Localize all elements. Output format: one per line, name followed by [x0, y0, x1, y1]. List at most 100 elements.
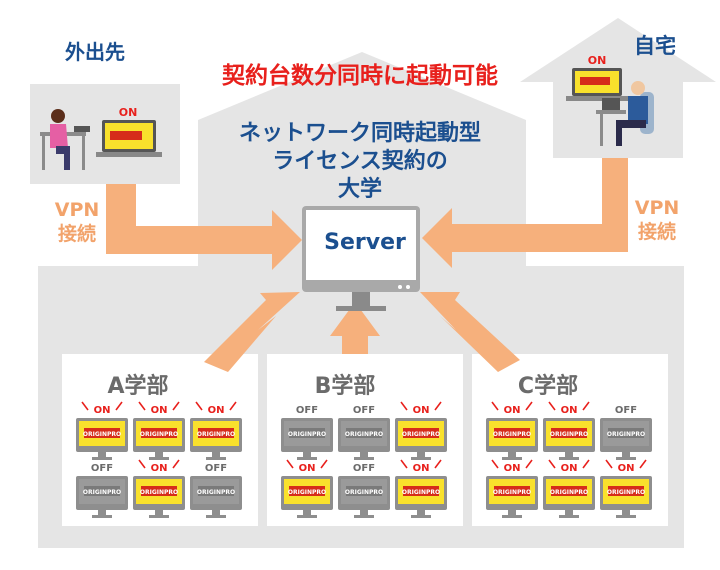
- vpn-arrow-right: [422, 158, 628, 268]
- pc-monitor: ORIGINPRO ON: [133, 459, 185, 518]
- pc-logo-text: ORIGINPRO: [197, 489, 235, 496]
- home-label: 自宅: [634, 34, 676, 58]
- pc-grid: ORIGINPRO ON ORIGINPRO ON ORIGINPRO ON ORIGINP…: [76, 401, 652, 518]
- pc-base: [354, 515, 374, 518]
- pc-logo-text: ORIGINPRO: [550, 431, 588, 438]
- pc-monitor: ORIGINPRO ON: [133, 401, 185, 460]
- pc-on-mark-right: [172, 401, 180, 411]
- university-title-line3: 大学: [337, 177, 382, 202]
- pc-monitor: ORIGINPRO ON: [543, 401, 595, 460]
- pc-status-label: ON: [561, 405, 578, 416]
- pc-stand: [417, 452, 425, 457]
- pc-on-mark-right: [525, 459, 533, 469]
- pc-base: [411, 457, 431, 460]
- pc-logo-box: [494, 428, 530, 438]
- pc-logo-text: ORIGINPRO: [607, 489, 645, 496]
- pc-stand: [622, 452, 630, 457]
- pc-monitor: ORIGINPRO ON: [600, 459, 652, 518]
- vpn-left-line2: 接続: [57, 223, 96, 245]
- pc-base: [616, 457, 636, 460]
- pc-logo-box: [494, 486, 530, 496]
- pc-base: [149, 515, 169, 518]
- pc-status-label: ON: [151, 405, 168, 416]
- pc-logo-text: ORIGINPRO: [493, 489, 531, 496]
- pc-logo-box: [289, 486, 325, 496]
- pc-monitor: ORIGINPRO ON: [486, 459, 538, 518]
- pc-logo-box: [141, 428, 177, 438]
- pc-logo-text: ORIGINPRO: [83, 431, 121, 438]
- pc-monitor: ORIGINPRO ON: [281, 459, 333, 518]
- pc-base: [92, 457, 112, 460]
- pc-base: [206, 515, 226, 518]
- pc-status-label: ON: [504, 463, 521, 474]
- pc-logo-text: ORIGINPRO: [140, 489, 178, 496]
- dept-arrow-b: [330, 302, 380, 354]
- pc-on-mark-left: [548, 401, 556, 411]
- pc-on-mark-left: [286, 459, 294, 469]
- pc-stand: [417, 510, 425, 515]
- pc-on-mark-right: [434, 401, 442, 411]
- pc-on-mark-left: [138, 401, 146, 411]
- pc-logo-text: ORIGINPRO: [288, 431, 326, 438]
- laptop-outside: [96, 120, 162, 157]
- pc-logo-box: [289, 428, 325, 438]
- pc-monitor: ORIGINPRO OFF: [600, 405, 652, 460]
- pc-stand: [565, 510, 573, 515]
- laptop-home: [566, 68, 628, 101]
- pc-logo-text: ORIGINPRO: [345, 489, 383, 496]
- pc-logo-box: [346, 428, 382, 438]
- pc-on-mark-right: [639, 459, 647, 469]
- pc-status-label: ON: [504, 405, 521, 416]
- pc-stand: [98, 452, 106, 457]
- pc-status-label: ON: [618, 463, 635, 474]
- outside-label: 外出先: [65, 40, 125, 64]
- pc-status-label: ON: [151, 463, 168, 474]
- pc-logo-box: [608, 428, 644, 438]
- server-label: Server: [324, 230, 406, 255]
- pc-logo-text: ORIGINPRO: [402, 431, 440, 438]
- pc-stand: [622, 510, 630, 515]
- vpn-label-right: VPN 接続: [602, 196, 712, 244]
- pc-on-mark-right: [525, 401, 533, 411]
- pc-base: [616, 515, 636, 518]
- pc-on-mark-left: [491, 459, 499, 469]
- pc-status-label: OFF: [296, 405, 318, 416]
- pc-logo-text: ORIGINPRO: [402, 489, 440, 496]
- dept-arrow-a: [204, 292, 300, 372]
- pc-stand: [565, 452, 573, 457]
- university-title-line2: ライセンス契約の: [272, 149, 448, 174]
- pc-logo-box: [551, 428, 587, 438]
- person-outside: [40, 109, 90, 170]
- pc-on-mark-right: [172, 459, 180, 469]
- pc-stand: [155, 452, 163, 457]
- pc-stand: [98, 510, 106, 515]
- pc-status-label: ON: [561, 463, 578, 474]
- pc-logo-box: [198, 486, 234, 496]
- pc-status-label: OFF: [615, 405, 637, 416]
- pc-status-label: ON: [299, 463, 316, 474]
- pc-logo-text: ORIGINPRO: [83, 489, 121, 496]
- pc-base: [206, 457, 226, 460]
- pc-status-label: ON: [208, 405, 225, 416]
- pc-base: [92, 515, 112, 518]
- pc-stand: [360, 510, 368, 515]
- pc-monitor: ORIGINPRO ON: [486, 401, 538, 460]
- pc-logo-text: ORIGINPRO: [607, 431, 645, 438]
- vpn-label-left: VPN 接続: [22, 198, 132, 246]
- pc-logo-box: [403, 428, 439, 438]
- pc-monitor: ORIGINPRO OFF: [281, 405, 333, 460]
- pc-logo-text: ORIGINPRO: [493, 431, 531, 438]
- pc-on-mark-right: [320, 459, 328, 469]
- department-b-label: B学部: [314, 374, 376, 399]
- pc-logo-text: ORIGINPRO: [288, 489, 326, 496]
- laptop-home-on: ON: [588, 54, 607, 67]
- pc-stand: [303, 510, 311, 515]
- pc-logo-text: ORIGINPRO: [140, 431, 178, 438]
